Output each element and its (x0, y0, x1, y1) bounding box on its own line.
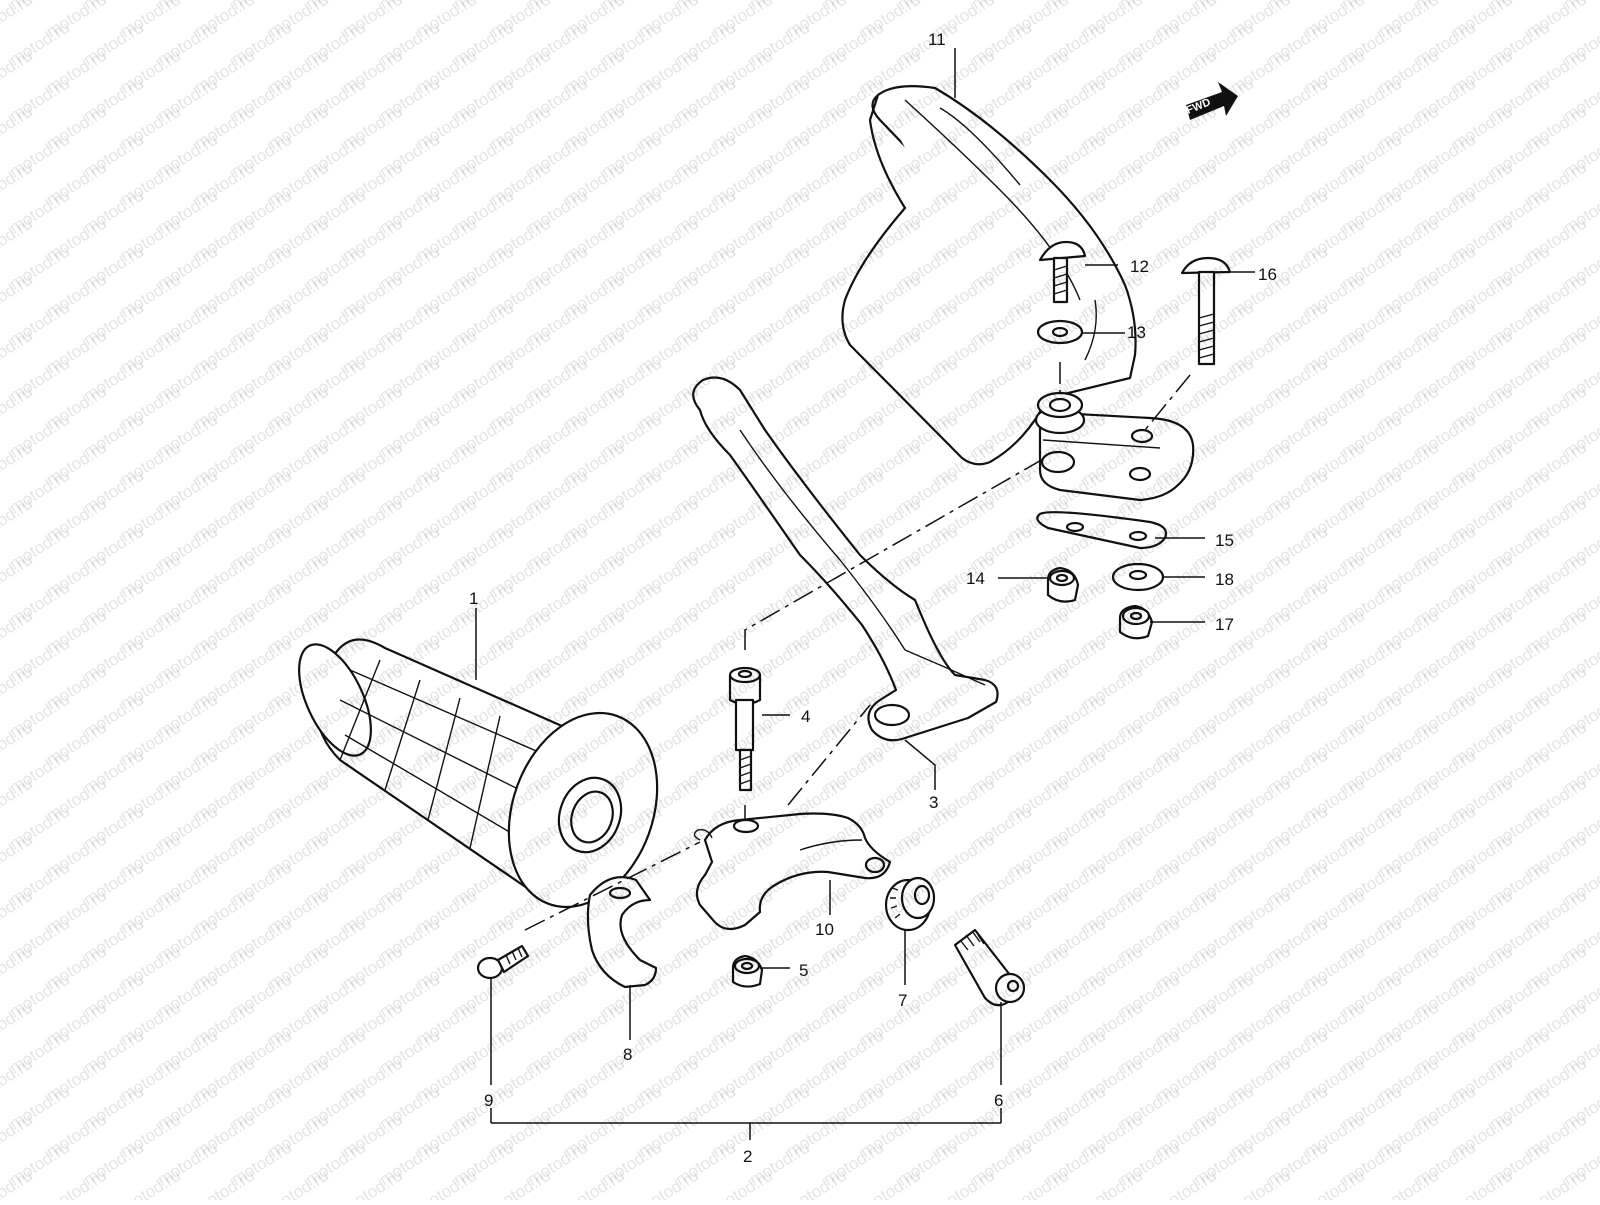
callout-labels: 1 2 3 4 5 6 7 8 9 10 11 12 13 14 15 16 1… (469, 30, 1277, 1166)
lever-clamp (586, 876, 658, 989)
nut-14 (1046, 566, 1080, 603)
bracket-collar (1034, 391, 1086, 435)
nut-17 (1118, 604, 1154, 640)
long-bolt (1180, 256, 1232, 366)
leader-lines (475, 48, 1255, 1140)
callout-9: 9 (484, 1091, 493, 1110)
callout-10: 10 (815, 920, 834, 939)
callout-4: 4 (801, 707, 810, 726)
pivot-bolt (728, 666, 762, 792)
callout-8: 8 (623, 1045, 632, 1064)
assembly-centerlines (524, 362, 1191, 931)
callout-12: 12 (1130, 257, 1149, 276)
callout-15: 15 (1215, 531, 1234, 550)
lever-bracket (693, 812, 892, 931)
callout-13: 13 (1127, 323, 1146, 342)
nut-5 (731, 954, 764, 988)
callout-16: 16 (1258, 265, 1277, 284)
handlebar-grip (298, 638, 659, 909)
link-plate (1036, 511, 1168, 550)
hand-guard (841, 85, 1137, 466)
callout-6: 6 (994, 1091, 1003, 1110)
callout-3: 3 (929, 793, 938, 812)
adjuster-lock-nut (884, 876, 936, 932)
guard-mount-bracket (1038, 410, 1195, 502)
clamp-screw (476, 944, 530, 980)
callout-18: 18 (1215, 570, 1234, 589)
cable-adjuster (953, 928, 1026, 1007)
guard-screw (1038, 240, 1087, 304)
forward-direction-badge: FWD (1185, 82, 1238, 120)
callout-11: 11 (928, 30, 946, 49)
callout-14: 14 (966, 569, 985, 588)
callout-5: 5 (799, 961, 808, 980)
clutch-lever (692, 376, 999, 742)
callout-2: 2 (743, 1147, 752, 1166)
callout-1: 1 (469, 589, 478, 608)
callout-17: 17 (1215, 615, 1234, 634)
callout-7: 7 (898, 991, 907, 1010)
